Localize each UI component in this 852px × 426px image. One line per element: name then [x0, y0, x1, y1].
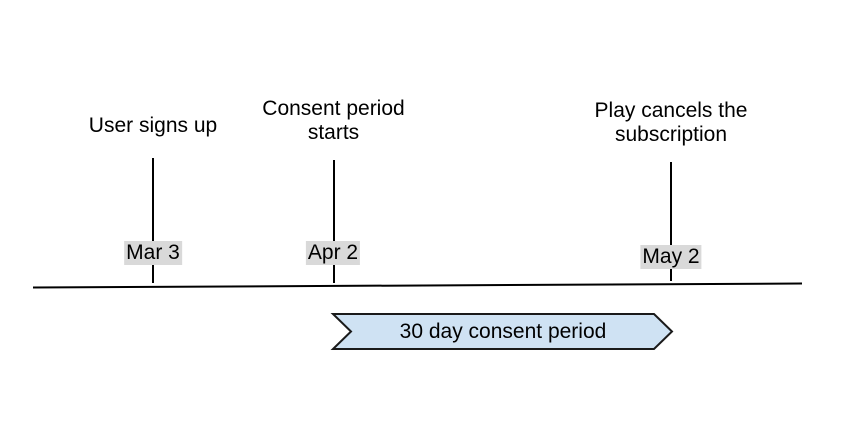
event-label-consent-period-starts: Consent period starts [262, 97, 405, 144]
consent-period-banner-label: 30 day consent period [399, 319, 607, 343]
event-date-badge-apr2: Apr 2 [305, 241, 361, 265]
event-tick-line-mar3 [152, 158, 154, 283]
event-date-badge-may2: May 2 [640, 245, 702, 269]
event-date-badge-mar3: Mar 3 [124, 241, 182, 265]
event-label-play-cancels-subscription: Play cancels the subscription [594, 99, 748, 146]
consent-period-banner-shape [330, 313, 674, 350]
event-tick-line-apr2 [332, 160, 335, 283]
event-tick-line-may2 [669, 162, 672, 281]
timeline-axis-line [32, 282, 803, 289]
event-label-user-signs-up: User signs up [88, 114, 218, 137]
